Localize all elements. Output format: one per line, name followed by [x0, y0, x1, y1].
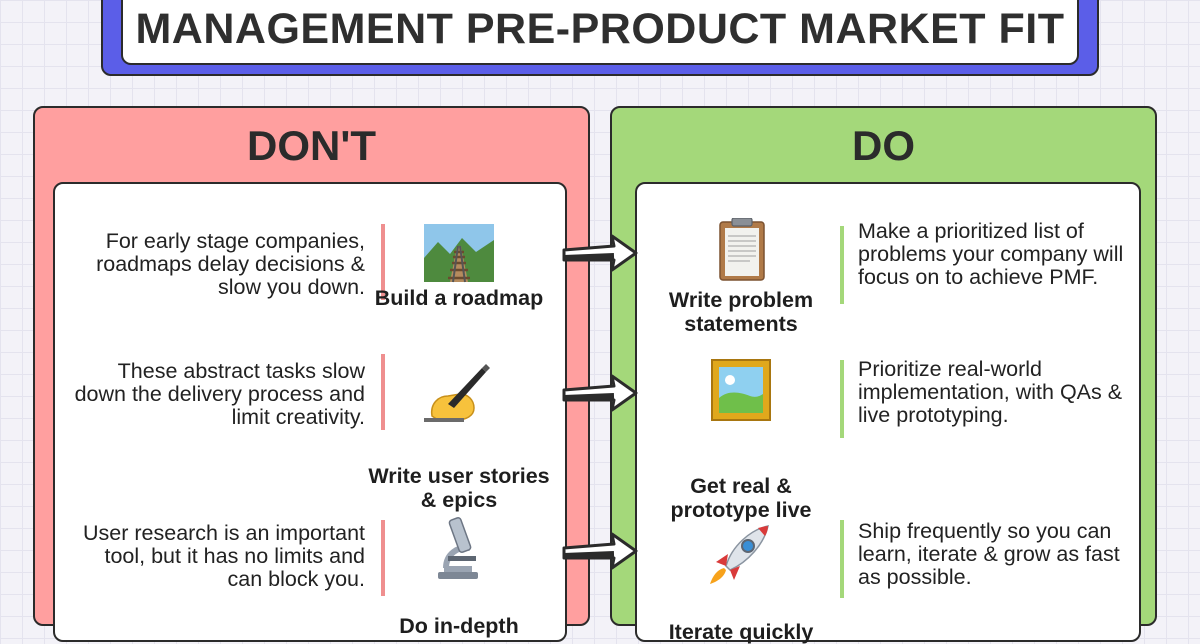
dont-item-label: Build a roadmap [374, 286, 544, 310]
do-card: Write problem statements Make a prioriti… [635, 182, 1141, 644]
divider [840, 226, 844, 304]
framed-picture-icon [711, 359, 771, 421]
dont-panel: DON'T For early stage companies, roadmap… [33, 106, 590, 642]
dont-item-label: Write user stories & epics [368, 464, 550, 512]
page-title: MANAGEMENT PRE-PRODUCT MARKET FIT [135, 5, 1065, 53]
dont-item-text: User research is an important tool, but … [83, 521, 365, 591]
dont-item-text: These abstract tasks slow down the deliv… [74, 359, 365, 429]
arrow-right-icon [562, 532, 638, 570]
divider [381, 224, 385, 300]
do-item-label: Iterate quickly [668, 620, 814, 644]
arrow-right-icon [562, 374, 638, 412]
divider [381, 354, 385, 430]
divider [840, 360, 844, 438]
dont-item-text: For early stage companies, roadmaps dela… [96, 229, 365, 299]
do-item-text: Make a prioritized list of problems your… [858, 219, 1124, 289]
do-heading: DO [852, 122, 915, 169]
rocket-icon [710, 525, 769, 584]
do-item-text: Ship frequently so you can learn, iterat… [858, 519, 1120, 589]
divider [381, 520, 385, 596]
title-card: MANAGEMENT PRE-PRODUCT MARKET FIT [121, 0, 1079, 65]
do-item-text: Prioritize real-world implementation, wi… [858, 357, 1123, 427]
do-panel: DO Write problem statements Make a prior… [610, 106, 1157, 644]
do-item-label: Write problem statements [668, 288, 814, 336]
title-banner: MANAGEMENT PRE-PRODUCT MARKET FIT [101, 0, 1099, 76]
railway-track-icon [424, 224, 494, 283]
writing-hand-icon [424, 364, 490, 422]
dont-heading: DON'T [247, 122, 376, 169]
do-item-label: Get real & prototype live [670, 474, 812, 522]
dont-item-label: Do in-depth [399, 614, 519, 638]
clipboard-icon [719, 218, 765, 281]
divider [840, 520, 844, 598]
dont-card: For early stage companies, roadmaps dela… [53, 182, 567, 642]
microscope-icon [438, 517, 478, 579]
arrow-right-icon [562, 234, 638, 272]
